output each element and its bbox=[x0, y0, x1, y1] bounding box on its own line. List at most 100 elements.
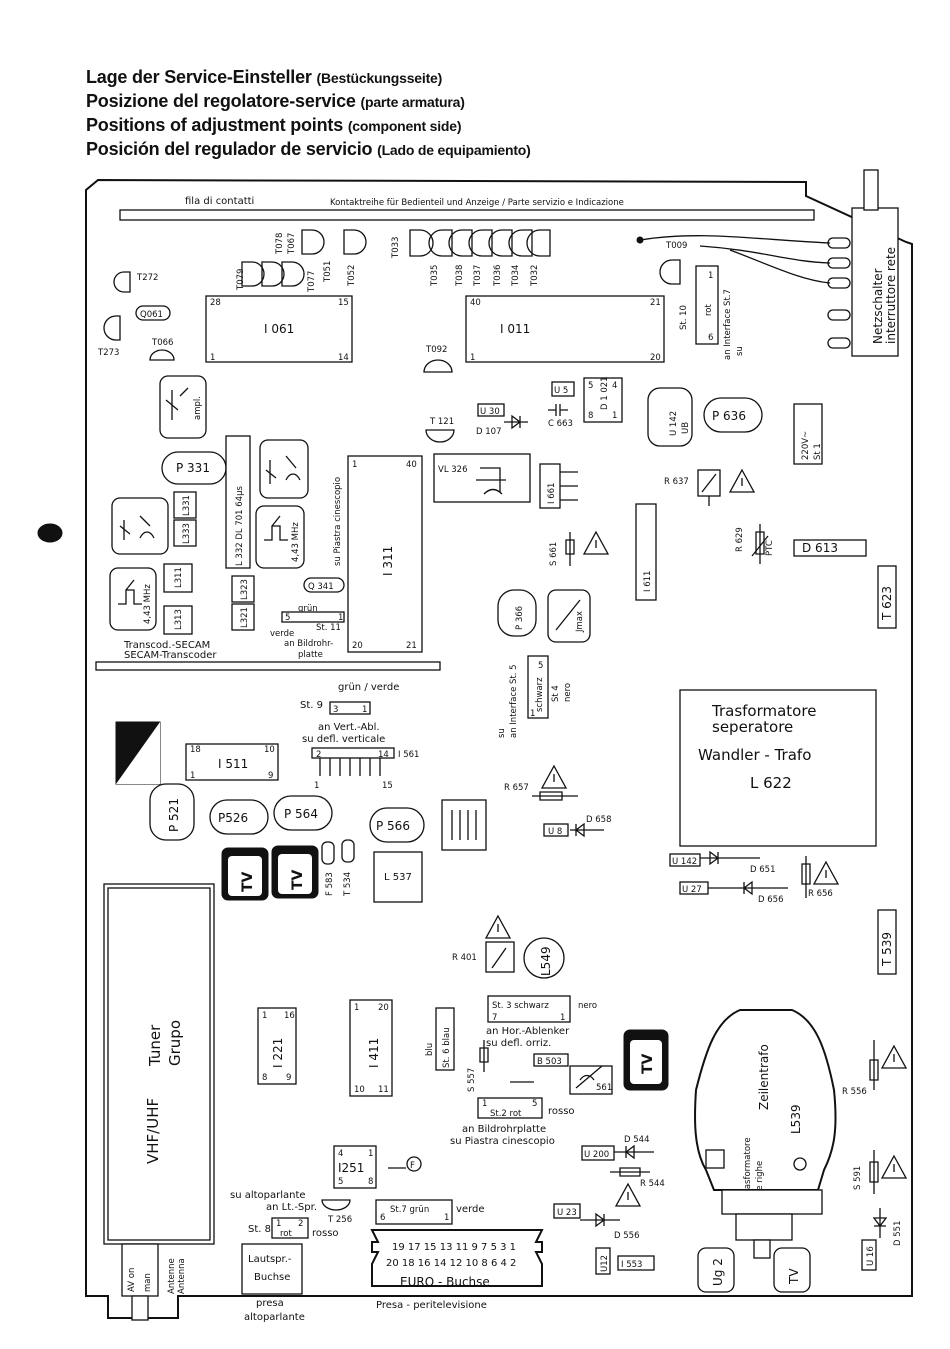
zeilen-label: Zeilentrafo bbox=[757, 1044, 771, 1110]
transistor-t623 bbox=[877, 565, 897, 629]
connector-st11 bbox=[281, 611, 345, 623]
st10-iface: an Interface St.7 bbox=[723, 289, 733, 360]
diode-d107 bbox=[504, 414, 528, 430]
coil-443-left bbox=[109, 567, 157, 631]
resistor-r556 bbox=[869, 1040, 879, 1090]
st8-label: St. 8 bbox=[248, 1224, 271, 1235]
l331-label: L331 bbox=[182, 495, 192, 516]
s591-label: S 591 bbox=[853, 1166, 863, 1190]
i561-pin1: 1 bbox=[314, 781, 319, 791]
tv-marker-top-cut bbox=[116, 722, 160, 784]
label-t009: T009 bbox=[665, 241, 687, 251]
ug2-label: Ug 2 bbox=[711, 1258, 725, 1286]
ic-i411 bbox=[349, 999, 393, 1097]
t539-label: T 539 bbox=[880, 932, 894, 967]
jumper-b503 bbox=[533, 1053, 569, 1067]
switch-s591 bbox=[869, 1150, 879, 1194]
transistor-t273 bbox=[103, 315, 121, 341]
st2-label: St.2 rot bbox=[490, 1109, 522, 1119]
switch-s661 bbox=[565, 532, 575, 566]
mains-wires bbox=[639, 235, 831, 284]
ic-i251 bbox=[333, 1145, 377, 1189]
test-point-f bbox=[406, 1156, 422, 1172]
r629-label: R 629 bbox=[735, 527, 745, 552]
coil-top bbox=[259, 439, 309, 499]
i221-pin16: 16 bbox=[284, 1011, 295, 1021]
st10-pin1: 1 bbox=[708, 271, 713, 281]
r637-label: R 637 bbox=[664, 477, 689, 487]
u16-label: U 16 bbox=[866, 1246, 876, 1266]
title-block: Lage der Service-Einsteller (Bestückungs… bbox=[86, 66, 531, 162]
connector-st2 bbox=[477, 1097, 543, 1119]
label-t051: T051 bbox=[323, 261, 333, 283]
i511-pin18: 18 bbox=[190, 745, 201, 755]
crystal-q061 bbox=[135, 305, 171, 321]
coil-l313 bbox=[163, 605, 193, 635]
mhz-label-left: 4,43 MHz bbox=[143, 584, 153, 624]
zeilen-base bbox=[721, 1189, 823, 1215]
trafo-label-2: seperatore bbox=[712, 718, 793, 736]
st7-verde: verde bbox=[456, 1204, 485, 1215]
u8-label: U 8 bbox=[548, 827, 562, 837]
st11-verde: verde bbox=[270, 629, 294, 639]
u23-label: U 23 bbox=[557, 1208, 577, 1218]
d1021-pin4: 4 bbox=[612, 381, 617, 391]
st2-pin1: 1 bbox=[482, 1099, 487, 1109]
ic-i221 bbox=[257, 1007, 297, 1085]
euro-connector bbox=[370, 1229, 544, 1287]
d1021-label: D 1 021 bbox=[600, 376, 610, 410]
ptc-r629 bbox=[751, 524, 769, 564]
tv-marker-c-label: TV bbox=[640, 1053, 656, 1074]
coil-443-left-symbol bbox=[118, 579, 142, 605]
hor-label-2: su defl. orriz. bbox=[486, 1038, 551, 1049]
i561-label: I 561 bbox=[398, 750, 419, 760]
diode-d613 bbox=[793, 539, 867, 557]
bild-label-2: su Piastra cinescopio bbox=[450, 1136, 555, 1147]
st8-pin1: 1 bbox=[276, 1219, 281, 1229]
u200-label: U 200 bbox=[584, 1150, 609, 1160]
i251-pin4: 4 bbox=[338, 1149, 343, 1159]
st9-label: St. 9 bbox=[300, 700, 323, 711]
ic-i511 bbox=[185, 743, 279, 781]
l332-label: L 332 DL 701 64µs bbox=[235, 486, 245, 566]
st8-rot: rot bbox=[280, 1229, 293, 1239]
connector-st9 bbox=[329, 701, 371, 715]
t256-label: T 256 bbox=[327, 1215, 352, 1225]
label-t078: T078 bbox=[275, 233, 285, 255]
presa-label-1: presa bbox=[256, 1298, 284, 1309]
antenna-label-2: Antenna bbox=[177, 1258, 187, 1294]
resistor-r657 bbox=[532, 791, 578, 801]
l323-label: L323 bbox=[240, 579, 250, 600]
zeilen-screw bbox=[793, 1157, 807, 1171]
tuner-label-1: VHF/UHF bbox=[144, 1098, 162, 1164]
i061-label: I 061 bbox=[264, 322, 294, 336]
jmax-arrow bbox=[555, 599, 581, 631]
i061-pin28: 28 bbox=[210, 298, 221, 308]
speaker-socket bbox=[241, 1243, 303, 1295]
tuner-inner bbox=[107, 887, 211, 1241]
i511-label: I 511 bbox=[218, 757, 248, 771]
pot-p366 bbox=[497, 589, 537, 637]
mains-switch-label-1: Netzschalter bbox=[871, 268, 885, 344]
fuse-f583 bbox=[321, 841, 335, 865]
ic-i061 bbox=[205, 295, 353, 363]
transistor-row-left bbox=[241, 229, 367, 287]
i511-pin9: 9 bbox=[268, 771, 273, 781]
pot-p526 bbox=[209, 799, 269, 835]
st5-schwarz: schwarz bbox=[535, 677, 545, 712]
i011-pin40: 40 bbox=[470, 298, 481, 308]
title-en: Positions of adjustment points (componen… bbox=[86, 115, 462, 135]
coil-l323 bbox=[231, 575, 255, 603]
contact-strip bbox=[119, 209, 815, 221]
jumper-u12 bbox=[595, 1247, 611, 1275]
connector-st6 bbox=[435, 1007, 455, 1071]
wire-dot bbox=[636, 236, 644, 244]
coil-l537 bbox=[373, 851, 423, 903]
st5-pin5: 5 bbox=[538, 661, 543, 671]
warning-r656 bbox=[812, 860, 840, 885]
ic-i553 bbox=[617, 1255, 655, 1271]
st2-pin5: 5 bbox=[532, 1099, 537, 1109]
r657-label: R 657 bbox=[504, 783, 529, 793]
coil-l311 bbox=[163, 563, 193, 593]
st5-su: su bbox=[497, 728, 507, 738]
